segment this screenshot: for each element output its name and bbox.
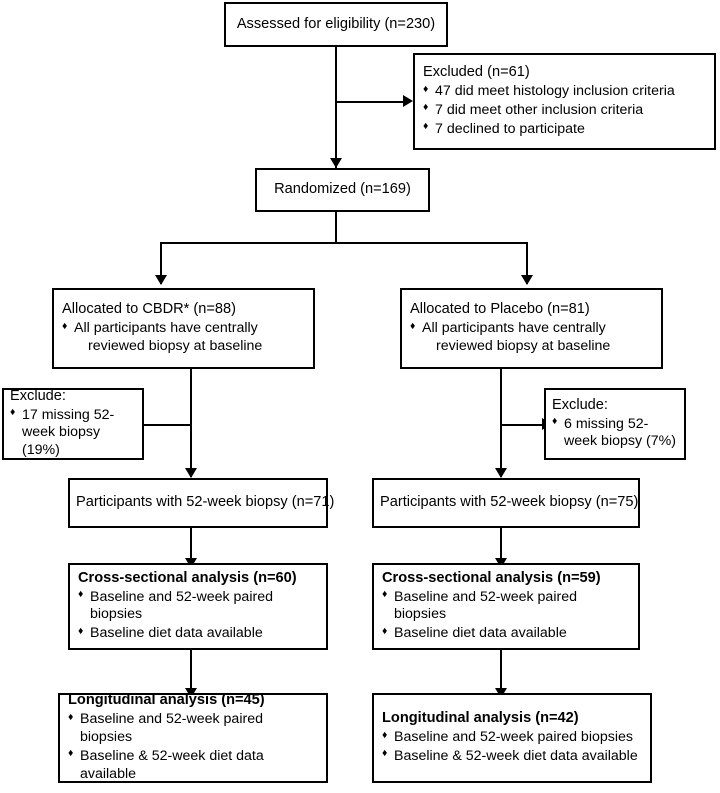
list-item: Baseline diet data available	[78, 625, 318, 643]
node-assessed-title: Assessed for eligibility (n=230)	[236, 15, 436, 32]
node-longitudinal-right[interactable]: Longitudinal analysis (n=42) Baseline an…	[372, 693, 652, 783]
node-excluded-title: Excluded (n=61)	[423, 64, 530, 81]
node-biopsy-right-title: Participants with 52-week biopsy (n=75)	[380, 494, 639, 511]
list-item: Baseline and 52-week paired biopsies	[78, 588, 318, 625]
list-item: Baseline and 52-week paired biopsies	[382, 588, 630, 625]
node-exclude-right-bullets: 6 missing 52-week biopsy (7%)	[546, 415, 684, 452]
arrowhead-allocated-placebo	[520, 275, 533, 285]
node-longitudinal-left-title: Longitudinal analysis (n=45)	[68, 692, 265, 709]
connector-assessed-to-randomized	[335, 47, 338, 168]
node-allocated-placebo-bullets: All participants have centrally reviewed…	[402, 319, 661, 356]
node-longitudinal-right-bullets: Baseline and 52-week paired biopsies Bas…	[374, 728, 650, 766]
connector-to-excluded	[335, 101, 403, 104]
list-item: 17 missing 52-week biopsy (19%)	[10, 406, 136, 461]
node-cross-sectional-left-bullets: Baseline and 52-week paired biopsies Bas…	[70, 588, 326, 644]
node-assessed-for-eligibility[interactable]: Assessed for eligibility (n=230)	[224, 2, 448, 47]
connector-cbdr-to-biopsy	[190, 369, 193, 477]
connector-to-exclude-right	[500, 424, 542, 427]
node-exclude-right-title: Exclude:	[552, 396, 608, 413]
connector-split-left	[160, 242, 163, 284]
arrowhead-randomized	[329, 158, 342, 168]
connector-biopsy-to-cross-right	[500, 528, 503, 563]
node-exclude-right[interactable]: Exclude: 6 missing 52-week biopsy (7%)	[544, 388, 686, 460]
list-item: Baseline & 52-week diet data available	[68, 747, 318, 784]
list-item: All participants have centrally reviewed…	[62, 320, 305, 356]
list-item: Baseline diet data available	[382, 625, 630, 643]
connector-allocation-splitter	[160, 242, 528, 245]
node-biopsy-left[interactable]: Participants with 52-week biopsy (n=71)	[68, 478, 335, 528]
connector-biopsy-to-cross-left	[190, 528, 193, 563]
connector-split-right	[526, 242, 529, 284]
node-biopsy-left-title: Participants with 52-week biopsy (n=71)	[76, 494, 335, 511]
node-excluded-bullets: 47 did meet histology inclusion criteria…	[415, 82, 714, 139]
node-randomized-title: Randomized (n=169)	[274, 181, 411, 198]
node-exclude-left-bullets: 17 missing 52-week biopsy (19%)	[4, 406, 142, 461]
node-cross-sectional-left[interactable]: Cross-sectional analysis (n=60) Baseline…	[68, 563, 328, 650]
node-exclude-left[interactable]: Exclude: 17 missing 52-week biopsy (19%)	[2, 388, 144, 460]
node-randomized[interactable]: Randomized (n=169)	[255, 168, 430, 212]
node-allocated-cbdr-bullets: All participants have centrally reviewed…	[54, 319, 313, 356]
node-excluded[interactable]: Excluded (n=61) 47 did meet histology in…	[413, 53, 716, 150]
connector-cross-to-long-right	[500, 650, 503, 693]
list-item: Baseline and 52-week paired biopsies	[382, 729, 642, 747]
list-item: 7 did meet other inclusion criteria	[423, 101, 706, 120]
arrowhead-allocated-cbdr	[154, 275, 167, 285]
connector-placebo-to-biopsy	[500, 369, 503, 477]
list-item: 6 missing 52-week biopsy (7%)	[552, 415, 678, 452]
node-allocated-cbdr-title: Allocated to CBDR* (n=88)	[62, 301, 236, 318]
arrowhead-biopsy-right	[494, 468, 507, 478]
node-exclude-left-title: Exclude:	[10, 387, 66, 404]
node-cross-sectional-right[interactable]: Cross-sectional analysis (n=59) Baseline…	[372, 563, 640, 650]
list-item: Baseline & 52-week diet data available	[382, 747, 642, 766]
node-allocated-placebo-title: Allocated to Placebo (n=81)	[410, 301, 590, 318]
arrowhead-excluded	[403, 94, 413, 107]
arrowhead-biopsy-left	[184, 468, 197, 478]
node-cross-sectional-right-bullets: Baseline and 52-week paired biopsies Bas…	[374, 588, 638, 644]
node-longitudinal-left-bullets: Baseline and 52-week paired biopsies Bas…	[60, 710, 326, 784]
node-biopsy-right[interactable]: Participants with 52-week biopsy (n=75)	[372, 478, 640, 528]
node-cross-sectional-left-title: Cross-sectional analysis (n=60)	[78, 569, 297, 586]
connector-randomized-down	[335, 212, 338, 244]
list-item: 47 did meet histology inclusion criteria	[423, 83, 706, 101]
list-item: 7 declined to participate	[423, 120, 706, 139]
connector-to-exclude-left	[140, 424, 192, 427]
node-allocated-cbdr[interactable]: Allocated to CBDR* (n=88) All participan…	[52, 288, 315, 369]
list-item: All participants have centrally reviewed…	[410, 320, 653, 356]
node-allocated-placebo[interactable]: Allocated to Placebo (n=81) All particip…	[400, 288, 663, 369]
list-item: Baseline and 52-week paired biopsies	[68, 711, 318, 747]
node-longitudinal-left[interactable]: Longitudinal analysis (n=45) Baseline an…	[58, 692, 328, 784]
node-longitudinal-right-title: Longitudinal analysis (n=42)	[382, 710, 579, 727]
connector-cross-to-long-left	[190, 650, 193, 693]
node-cross-sectional-right-title: Cross-sectional analysis (n=59)	[382, 569, 601, 586]
